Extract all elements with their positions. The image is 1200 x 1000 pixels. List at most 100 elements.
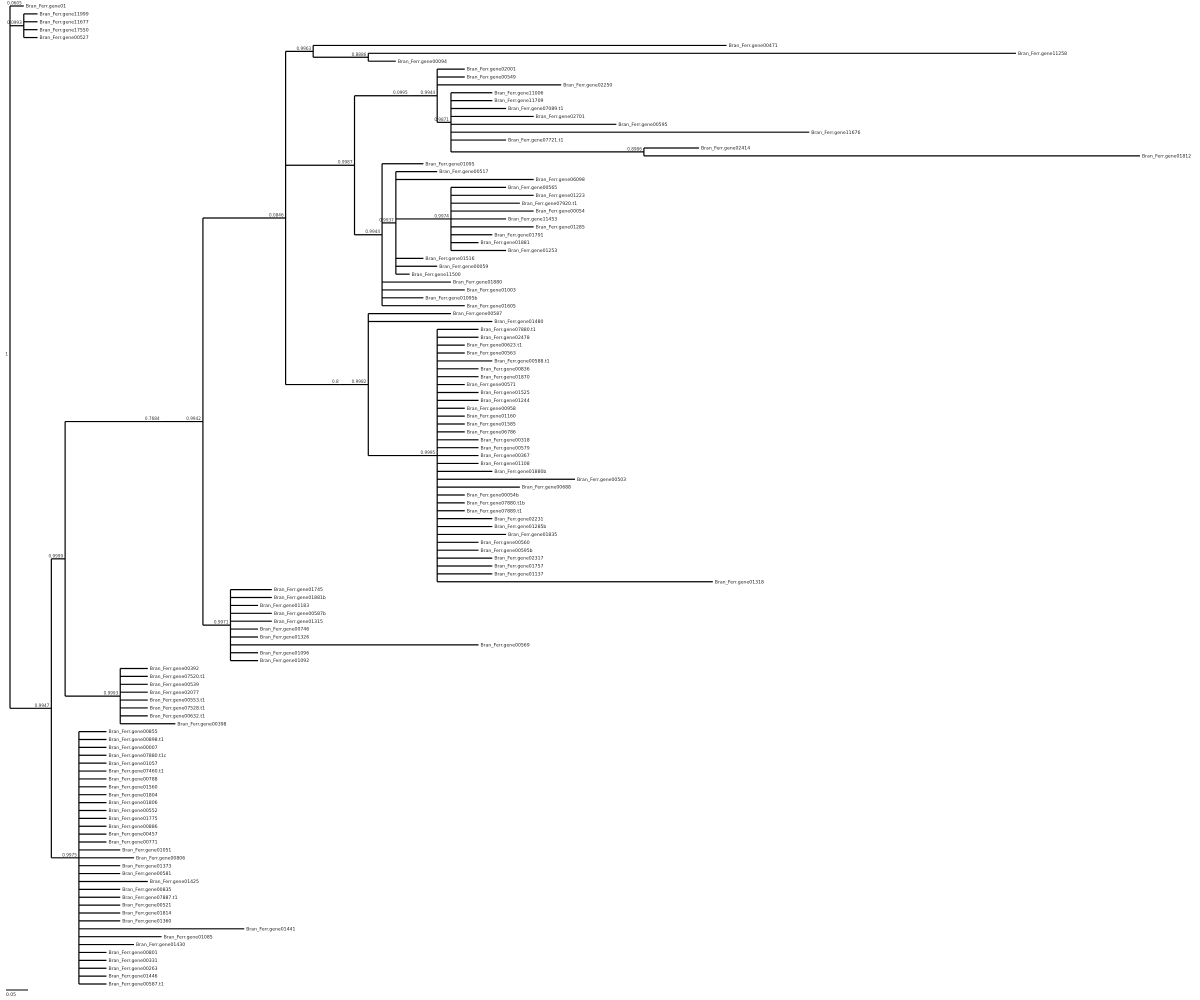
leaf-label: Bran_Ferr.gene00007 bbox=[108, 745, 157, 751]
leaf-label: Bran_Ferr.gene02317 bbox=[494, 556, 543, 562]
leaf-label: Bran_Ferr.gene00563 bbox=[467, 351, 516, 357]
leaf-label: Bran_Ferr.gene01881b bbox=[274, 595, 326, 601]
leaf-label: Bran_Ferr.gene01373 bbox=[122, 863, 171, 869]
leaf-label: Bran_Ferr.gene07889.t1 bbox=[467, 508, 522, 514]
support-value: 0.9947 bbox=[35, 703, 50, 708]
leaf-label: Bran_Ferr.gene11258 bbox=[1018, 51, 1067, 57]
leaf-label: Bran_Ferr.gene07887.t1 bbox=[122, 895, 177, 901]
support-value: 0.9944 bbox=[365, 229, 380, 234]
tree-labels: Bran_Ferr.gene01Bran_Ferr.gene11999Bran_… bbox=[26, 4, 1191, 988]
leaf-label: Bran_Ferr.gene07528.t1 bbox=[150, 706, 205, 712]
leaf-label: Bran_Ferr.gene01560 bbox=[108, 784, 157, 790]
leaf-label: Bran_Ferr.gene01285b bbox=[494, 524, 546, 530]
scale-bar-label: 0.05 bbox=[6, 992, 16, 998]
leaf-label: Bran_Ferr.gene00457 bbox=[108, 832, 157, 838]
leaf-label: Bran_Ferr.gene00054b bbox=[467, 493, 519, 499]
leaf-label: Bran_Ferr.gene00552 bbox=[108, 808, 157, 814]
leaf-label: Bran_Ferr.gene01775 bbox=[108, 816, 157, 822]
leaf-label: Bran_Ferr.gene00579 bbox=[481, 445, 530, 451]
leaf-label: Bran_Ferr.gene01425 bbox=[150, 879, 199, 885]
leaf-label: Bran_Ferr.gene01446 bbox=[108, 974, 157, 980]
leaf-label: Bran_Ferr.gene00801 bbox=[108, 950, 157, 956]
support-value: 0.9975 bbox=[62, 852, 77, 857]
leaf-label: Bran_Ferr.gene00398 bbox=[177, 721, 226, 727]
leaf-label: Bran_Ferr.gene07920.t1 bbox=[522, 201, 577, 207]
leaf-label: Bran_Ferr.gene00588.t1 bbox=[494, 359, 549, 365]
leaf-label: Bran_Ferr.gene01108 bbox=[481, 461, 530, 467]
support-value: 0.9963 bbox=[297, 46, 312, 51]
leaf-label: Bran_Ferr.gene01585 bbox=[467, 422, 516, 428]
leaf-label: Bran_Ferr.gene01057 bbox=[108, 761, 157, 767]
leaf-label: Bran_Ferr.gene00565 bbox=[508, 185, 557, 191]
leaf-label: Bran_Ferr.gene02001 bbox=[467, 67, 516, 73]
leaf-label: Bran_Ferr.gene00503 bbox=[577, 477, 626, 483]
support-value: 0.9871 bbox=[434, 117, 449, 122]
leaf-label: Bran_Ferr.gene06786 bbox=[467, 430, 516, 436]
support-value: 0.8986 bbox=[627, 146, 642, 151]
leaf-label: Bran_Ferr.gene01318 bbox=[715, 579, 764, 585]
leaf-label: Bran_Ferr.gene00806 bbox=[136, 855, 185, 861]
leaf-label: Bran_Ferr.gene00527 bbox=[40, 35, 89, 41]
support-value: 0.9937 bbox=[379, 217, 394, 222]
support-value: 0.9999 bbox=[48, 553, 63, 558]
support-value: 0.9974 bbox=[434, 213, 449, 218]
leaf-label: Bran_Ferr.gene00517 bbox=[439, 169, 488, 175]
leaf-label: Bran_Ferr.gene01137 bbox=[494, 571, 543, 577]
leaf-label: Bran_Ferr.gene01315 bbox=[274, 619, 323, 625]
leaf-label: Bran_Ferr.gene01003 bbox=[467, 288, 516, 294]
leaf-label: Bran_Ferr.gene01812 bbox=[1142, 153, 1191, 159]
leaf-label: Bran_Ferr.gene01183 bbox=[260, 603, 309, 609]
leaf-label: Bran_Ferr.gene01095 bbox=[425, 161, 474, 167]
leaf-label: Bran_Ferr.gene11453 bbox=[508, 217, 557, 223]
leaf-label: Bran_Ferr.gene00553.t1 bbox=[150, 698, 205, 704]
leaf-label: Bran_Ferr.gene01881 bbox=[481, 240, 530, 246]
leaf-label: Bran_Ferr.gene07721.t1 bbox=[508, 138, 563, 144]
leaf-label: Bran_Ferr.gene02077 bbox=[150, 690, 199, 696]
leaf-label: Bran_Ferr.gene00539 bbox=[150, 682, 199, 688]
leaf-label: Bran_Ferr.gene00263 bbox=[108, 966, 157, 972]
leaf-label: Bran_Ferr.gene01745 bbox=[274, 587, 323, 593]
leaf-label: Bran_Ferr.gene00632.t1 bbox=[150, 713, 205, 719]
leaf-label: Bran_Ferr.gene07460.t1 bbox=[108, 769, 163, 775]
leaf-label: Bran_Ferr.gene11500 bbox=[412, 272, 461, 278]
support-value: 0.8886 bbox=[352, 52, 367, 57]
leaf-label: Bran_Ferr.gene00581 bbox=[122, 871, 171, 877]
leaf-label: Bran_Ferr.gene01095b bbox=[425, 295, 477, 301]
leaf-label: Bran_Ferr.gene00855 bbox=[108, 729, 157, 735]
leaf-label: Bran_Ferr.gene02478 bbox=[481, 335, 530, 341]
leaf-label: Bran_Ferr.gene01441 bbox=[246, 926, 295, 932]
support-value: 0.8 bbox=[332, 379, 339, 384]
support-value: 0.9944 bbox=[421, 90, 436, 95]
support-value: 0.9995 bbox=[421, 450, 436, 455]
leaf-label: Bran_Ferr.gene11709 bbox=[494, 98, 543, 104]
leaf-label: Bran_Ferr.gene17550 bbox=[40, 27, 89, 33]
leaf-label: Bran_Ferr.gene00688 bbox=[522, 485, 571, 491]
leaf-label: Bran_Ferr.gene01326 bbox=[260, 635, 309, 641]
tree-edges bbox=[9, 5, 1140, 985]
leaf-label: Bran_Ferr.gene01051 bbox=[122, 848, 171, 854]
leaf-label: Bran_Ferr.gene01880 bbox=[453, 280, 502, 286]
leaf-label: Bran_Ferr.gene01160 bbox=[467, 414, 516, 420]
leaf-label: Bran_Ferr.gene00059 bbox=[439, 264, 488, 270]
leaf-label: Bran_Ferr.gene01 bbox=[26, 4, 66, 10]
leaf-label: Bran_Ferr.gene00836 bbox=[481, 366, 530, 372]
support-value: 0.0846 bbox=[269, 212, 284, 217]
leaf-label: Bran_Ferr.gene00886 bbox=[108, 824, 157, 830]
leaf-label: Bran_Ferr.gene01880b bbox=[494, 469, 546, 475]
leaf-label: Bran_Ferr.gene01516 bbox=[425, 256, 474, 262]
leaf-label: Bran_Ferr.gene01085 bbox=[164, 934, 213, 940]
leaf-label: Bran_Ferr.gene11999 bbox=[40, 11, 89, 17]
leaf-label: Bran_Ferr.gene00623.t1 bbox=[467, 343, 522, 349]
leaf-label: Bran_Ferr.gene00587b bbox=[274, 611, 326, 617]
leaf-label: Bran_Ferr.gene07089.t1 bbox=[508, 106, 563, 112]
leaf-label: Bran_Ferr.gene00471 bbox=[729, 43, 778, 49]
support-value: 0.0995 bbox=[393, 90, 408, 95]
leaf-label: Bran_Ferr.gene00569 bbox=[481, 642, 530, 648]
support-value: 0.9993 bbox=[104, 691, 119, 696]
leaf-label: Bran_Ferr.gene00771 bbox=[108, 840, 157, 846]
leaf-label: Bran_Ferr.gene00094 bbox=[398, 59, 447, 65]
leaf-label: Bran_Ferr.gene00571 bbox=[467, 382, 516, 388]
leaf-label: Bran_Ferr.gene07880.t1c bbox=[108, 753, 166, 759]
leaf-label: Bran_Ferr.gene06098 bbox=[536, 177, 585, 183]
